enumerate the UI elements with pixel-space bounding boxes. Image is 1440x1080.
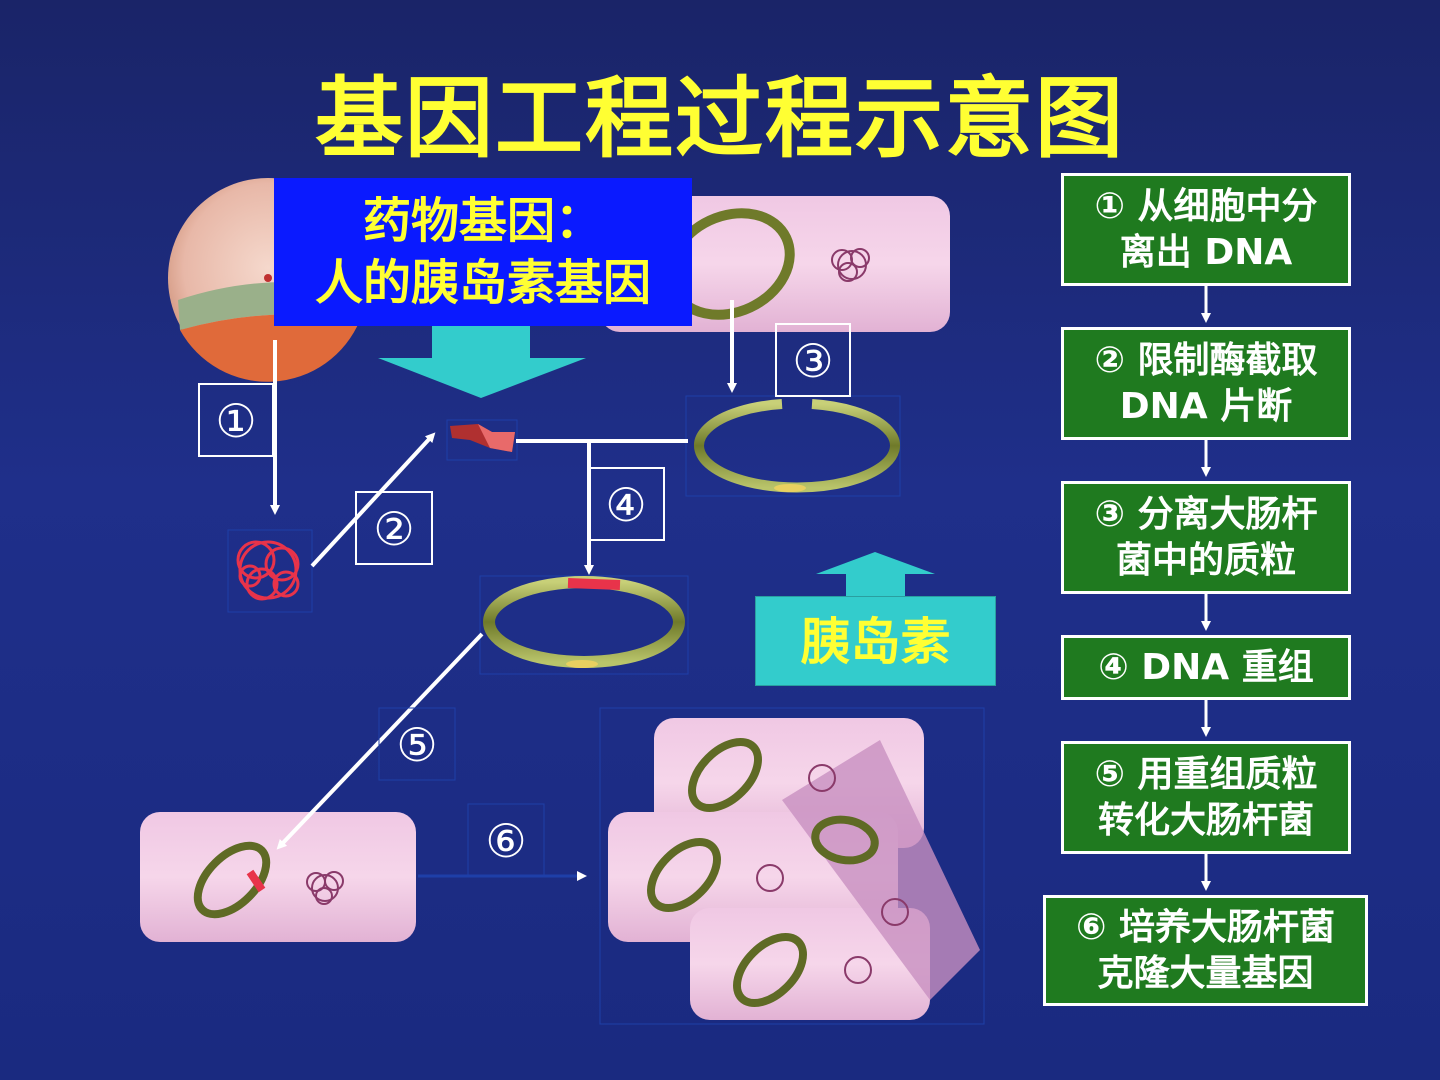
up-arrow-insulin [816, 552, 935, 598]
diagram-number-5: ⑤ [396, 718, 438, 772]
recombinant-plasmid [479, 575, 689, 675]
page-title: 基因工程过程示意图 [314, 67, 1125, 170]
diagram-number-6: ⑥ [485, 814, 527, 868]
dna-fragment [446, 419, 518, 461]
chromosome-icon [306, 871, 344, 905]
tangled-dna [227, 529, 313, 613]
drug-gene-line2: 人的胰岛素基因 [314, 255, 651, 311]
diagram-number-4: ④ [605, 478, 647, 532]
step-1-box: ① 从细胞中分 离出 DNA [1061, 173, 1351, 286]
insulin-label: 胰岛素 [755, 596, 996, 686]
down-arrow-big [378, 326, 586, 398]
bacteria-colony [599, 707, 985, 1025]
step-4-box: ④ DNA 重组 [1061, 635, 1351, 700]
drug-gene-line1: 药物基因： [362, 193, 603, 249]
step-6-box: ⑥ 培养大肠杆菌 克隆大量基因 [1043, 895, 1368, 1006]
transformed-bacterium [140, 812, 416, 942]
process-arrows [270, 300, 737, 850]
step-3-box: ③ 分离大肠杆 菌中的质粒 [1061, 481, 1351, 594]
cut-plasmid [685, 395, 901, 497]
step-2-box: ② 限制酶截取 DNA 片断 [1061, 327, 1351, 440]
diagram-number-3: ③ [792, 334, 834, 388]
step-5-box: ⑤ 用重组质粒 转化大肠杆菌 [1061, 741, 1351, 854]
chromosome-icon [831, 248, 870, 282]
number-boxes-dim [378, 707, 545, 877]
diagram-number-1: ① [215, 394, 257, 448]
drug-gene-label: 药物基因： 人的胰岛素基因 [274, 178, 692, 326]
number-boxes [198, 323, 851, 565]
diagram-number-2: ② [373, 502, 415, 556]
